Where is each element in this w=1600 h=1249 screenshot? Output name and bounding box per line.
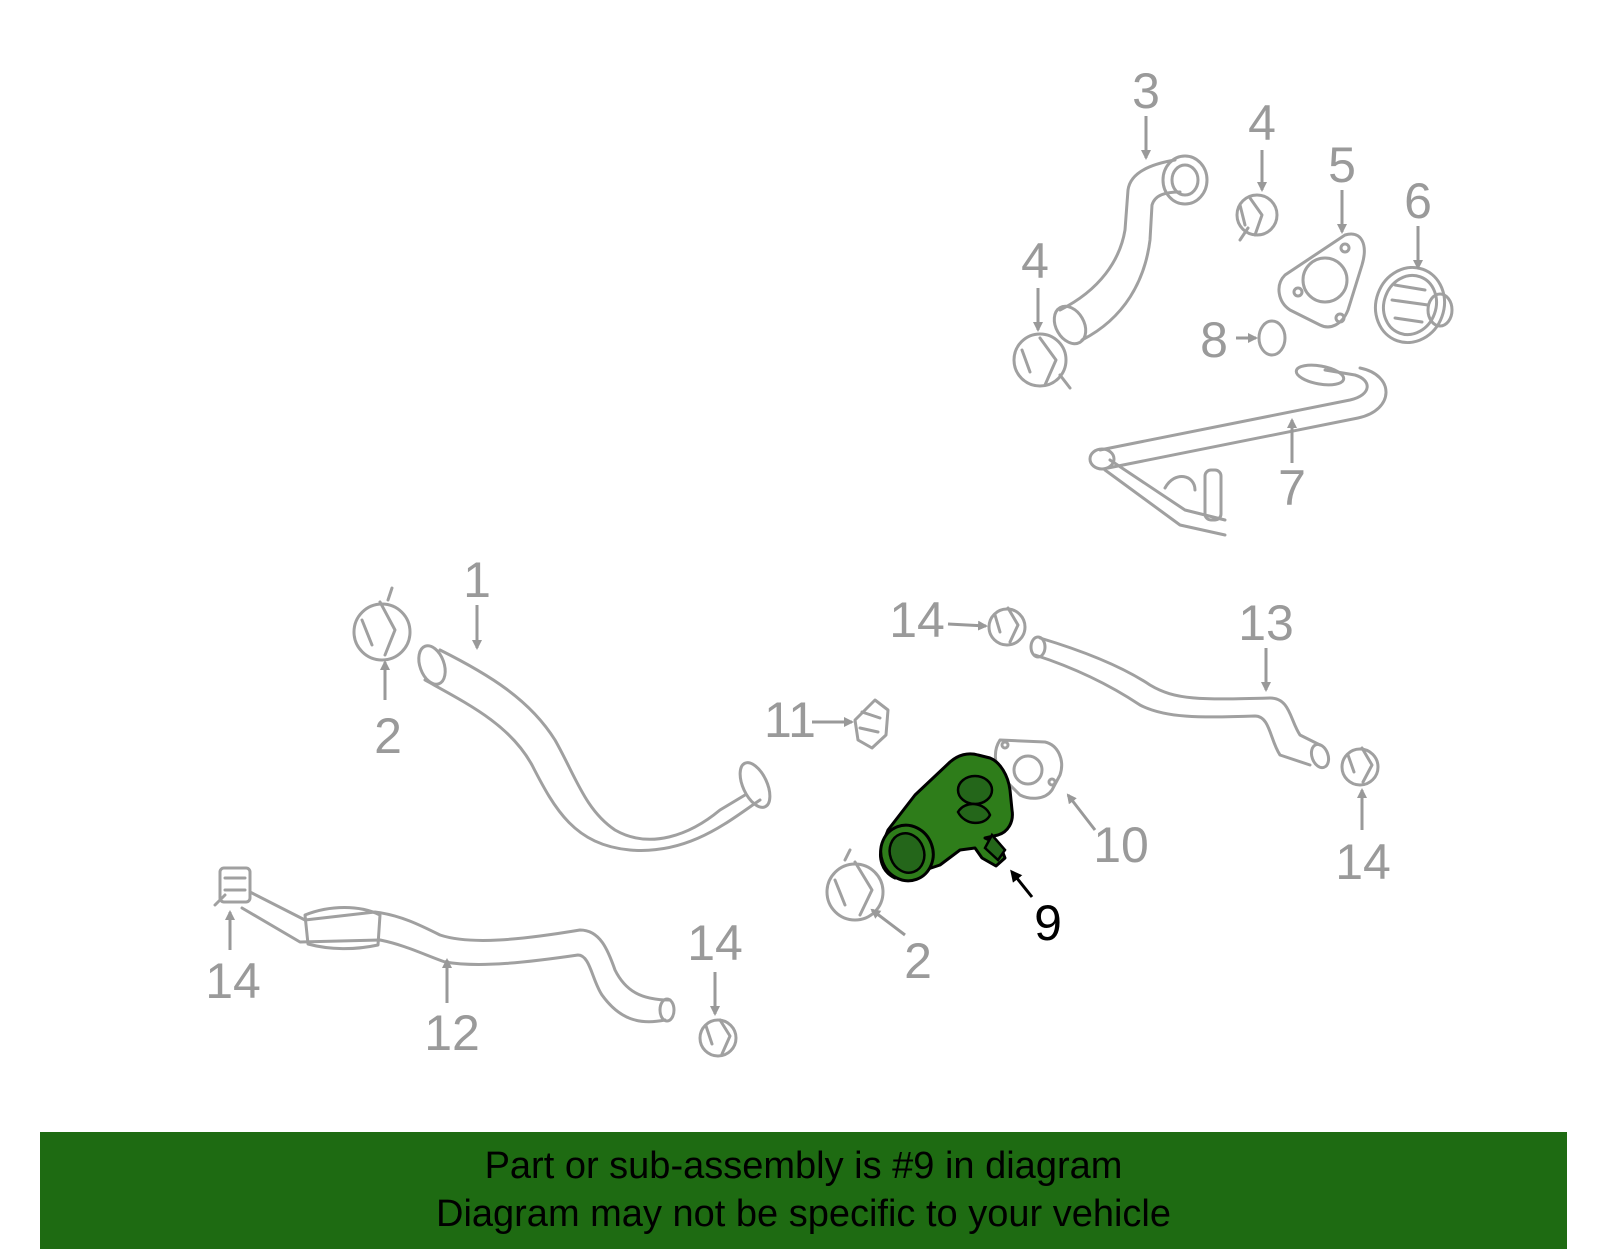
callout-2-bottom: 2 [904,933,932,989]
part-4-clamp-right [1235,193,1279,242]
leader-10 [1066,793,1097,831]
callout-4-right: 4 [1248,95,1276,151]
part-5-gasket [1277,232,1366,329]
part-14-clamp-left [213,866,252,907]
callout-14-right: 14 [1335,834,1391,890]
callout-14-top: 14 [889,592,945,648]
callout-1: 1 [463,552,491,608]
part-9-water-outlet-highlighted[interactable] [873,752,1014,888]
part-8-o-ring [1257,319,1287,357]
leader-2-bottom [870,908,906,937]
callout-12: 12 [424,1005,480,1061]
part-14-clamp-bottom [698,1018,738,1058]
part-12-hose [240,890,676,1024]
part-4-clamp-left [1012,332,1072,390]
part-2-clamp-bottom [825,848,885,922]
callout-3: 3 [1132,63,1160,119]
leader-14-top [947,620,988,631]
part-14-clamp-top [987,606,1027,647]
part-14-clamp-right [1340,746,1380,787]
callout-5: 5 [1328,137,1356,193]
callout-8: 8 [1200,312,1228,368]
callout-10: 10 [1093,817,1149,873]
callout-14-left: 14 [205,953,261,1009]
part-2-clamp-left [352,586,412,662]
leader-9 [1010,869,1034,898]
banner-line-1: Part or sub-assembly is #9 in diagram [484,1145,1123,1187]
callout-4-left: 4 [1021,233,1049,289]
banner-line-2: Diagram may not be specific to your vehi… [436,1193,1171,1235]
part-11-sensor [853,698,890,750]
info-banner: Part or sub-assembly is #9 in diagram Di… [40,1132,1567,1249]
part-3-upper-hose [1052,154,1209,346]
callout-9: 9 [1034,895,1062,951]
part-13-bypass-hose [1029,635,1331,770]
part-7-water-pipe [1088,363,1388,537]
callout-6: 6 [1404,173,1432,229]
part-1-lower-hose [417,644,772,852]
callout-7: 7 [1278,460,1306,516]
callout-13: 13 [1238,595,1294,651]
callout-2-left: 2 [374,708,402,764]
callout-11: 11 [764,692,816,748]
callout-14-bottom: 14 [687,915,743,971]
part-6-thermostat [1374,265,1454,345]
